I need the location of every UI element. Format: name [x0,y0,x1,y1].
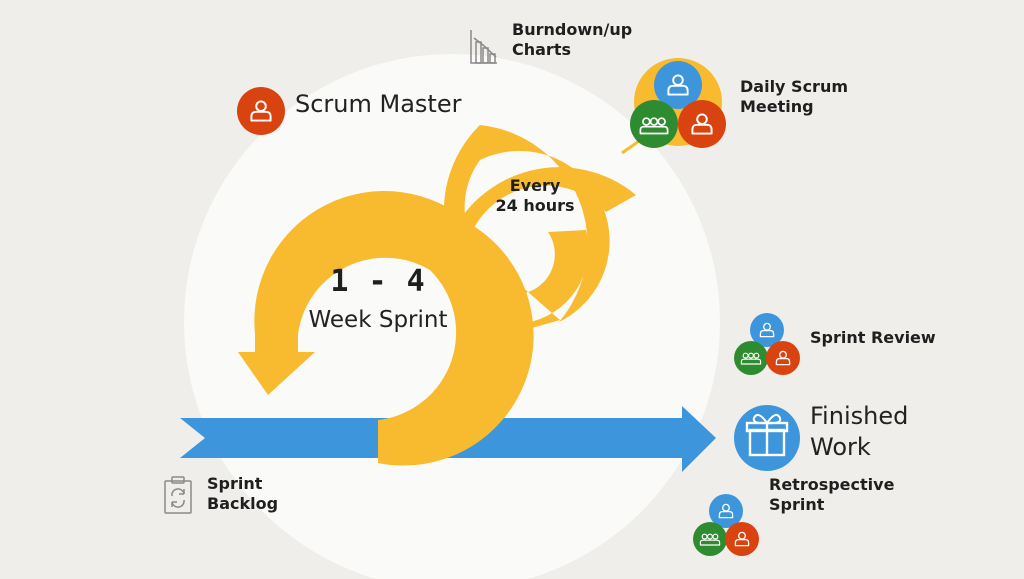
retrospective-label: Retrospective Sprint [769,475,894,515]
sprint-duration-range: 1 - 4 [330,264,426,299]
sprint-duration-unit: Week Sprint [308,307,448,333]
burndown-charts-label: Burndown/up Charts [512,20,652,60]
inner-loop-label-line2: 24 hours [495,196,575,215]
burndown-label-line2: Charts [512,40,571,59]
gift-icon [734,405,800,471]
sprint-backlog-label-line1: Sprint [207,474,263,493]
finished-work-label: Finished Work [810,401,930,463]
scrum-master-avatar [237,87,285,135]
clipboard-refresh-icon [164,476,192,514]
finished-work-label-line1: Finished [810,402,909,430]
daily-scrum-label: Daily Scrum Meeting [740,77,848,117]
daily-scrum-team-icon [630,58,726,148]
daily-scrum-label-line2: Meeting [740,97,814,116]
finished-work-label-line2: Work [810,433,871,461]
scrum-master-label: Scrum Master [295,90,462,118]
daily-scrum-label-line1: Daily Scrum [740,77,849,96]
bar-chart-icon [470,30,497,64]
sprint-review-label: Sprint Review [810,328,936,347]
sprint-backlog-label-line2: Backlog [207,494,279,513]
inner-loop-label: Every 24 hours [492,176,578,216]
retrospective-label-line2: Sprint [769,495,825,514]
daily-loop-head [443,125,480,242]
inner-loop-label-line1: Every [509,176,561,195]
sprint-backlog-label: Sprint Backlog [207,474,278,514]
sprint-loop-arrow [238,191,534,466]
retrospective-team-icon [693,494,759,556]
daily-loop-upper-band [448,167,636,242]
burndown-label-line1: Burndown/up [512,20,633,39]
retrospective-label-line1: Retrospective [769,475,895,494]
daily-loop-return-arrow [520,230,589,330]
sprint-review-team-icon [734,313,800,375]
